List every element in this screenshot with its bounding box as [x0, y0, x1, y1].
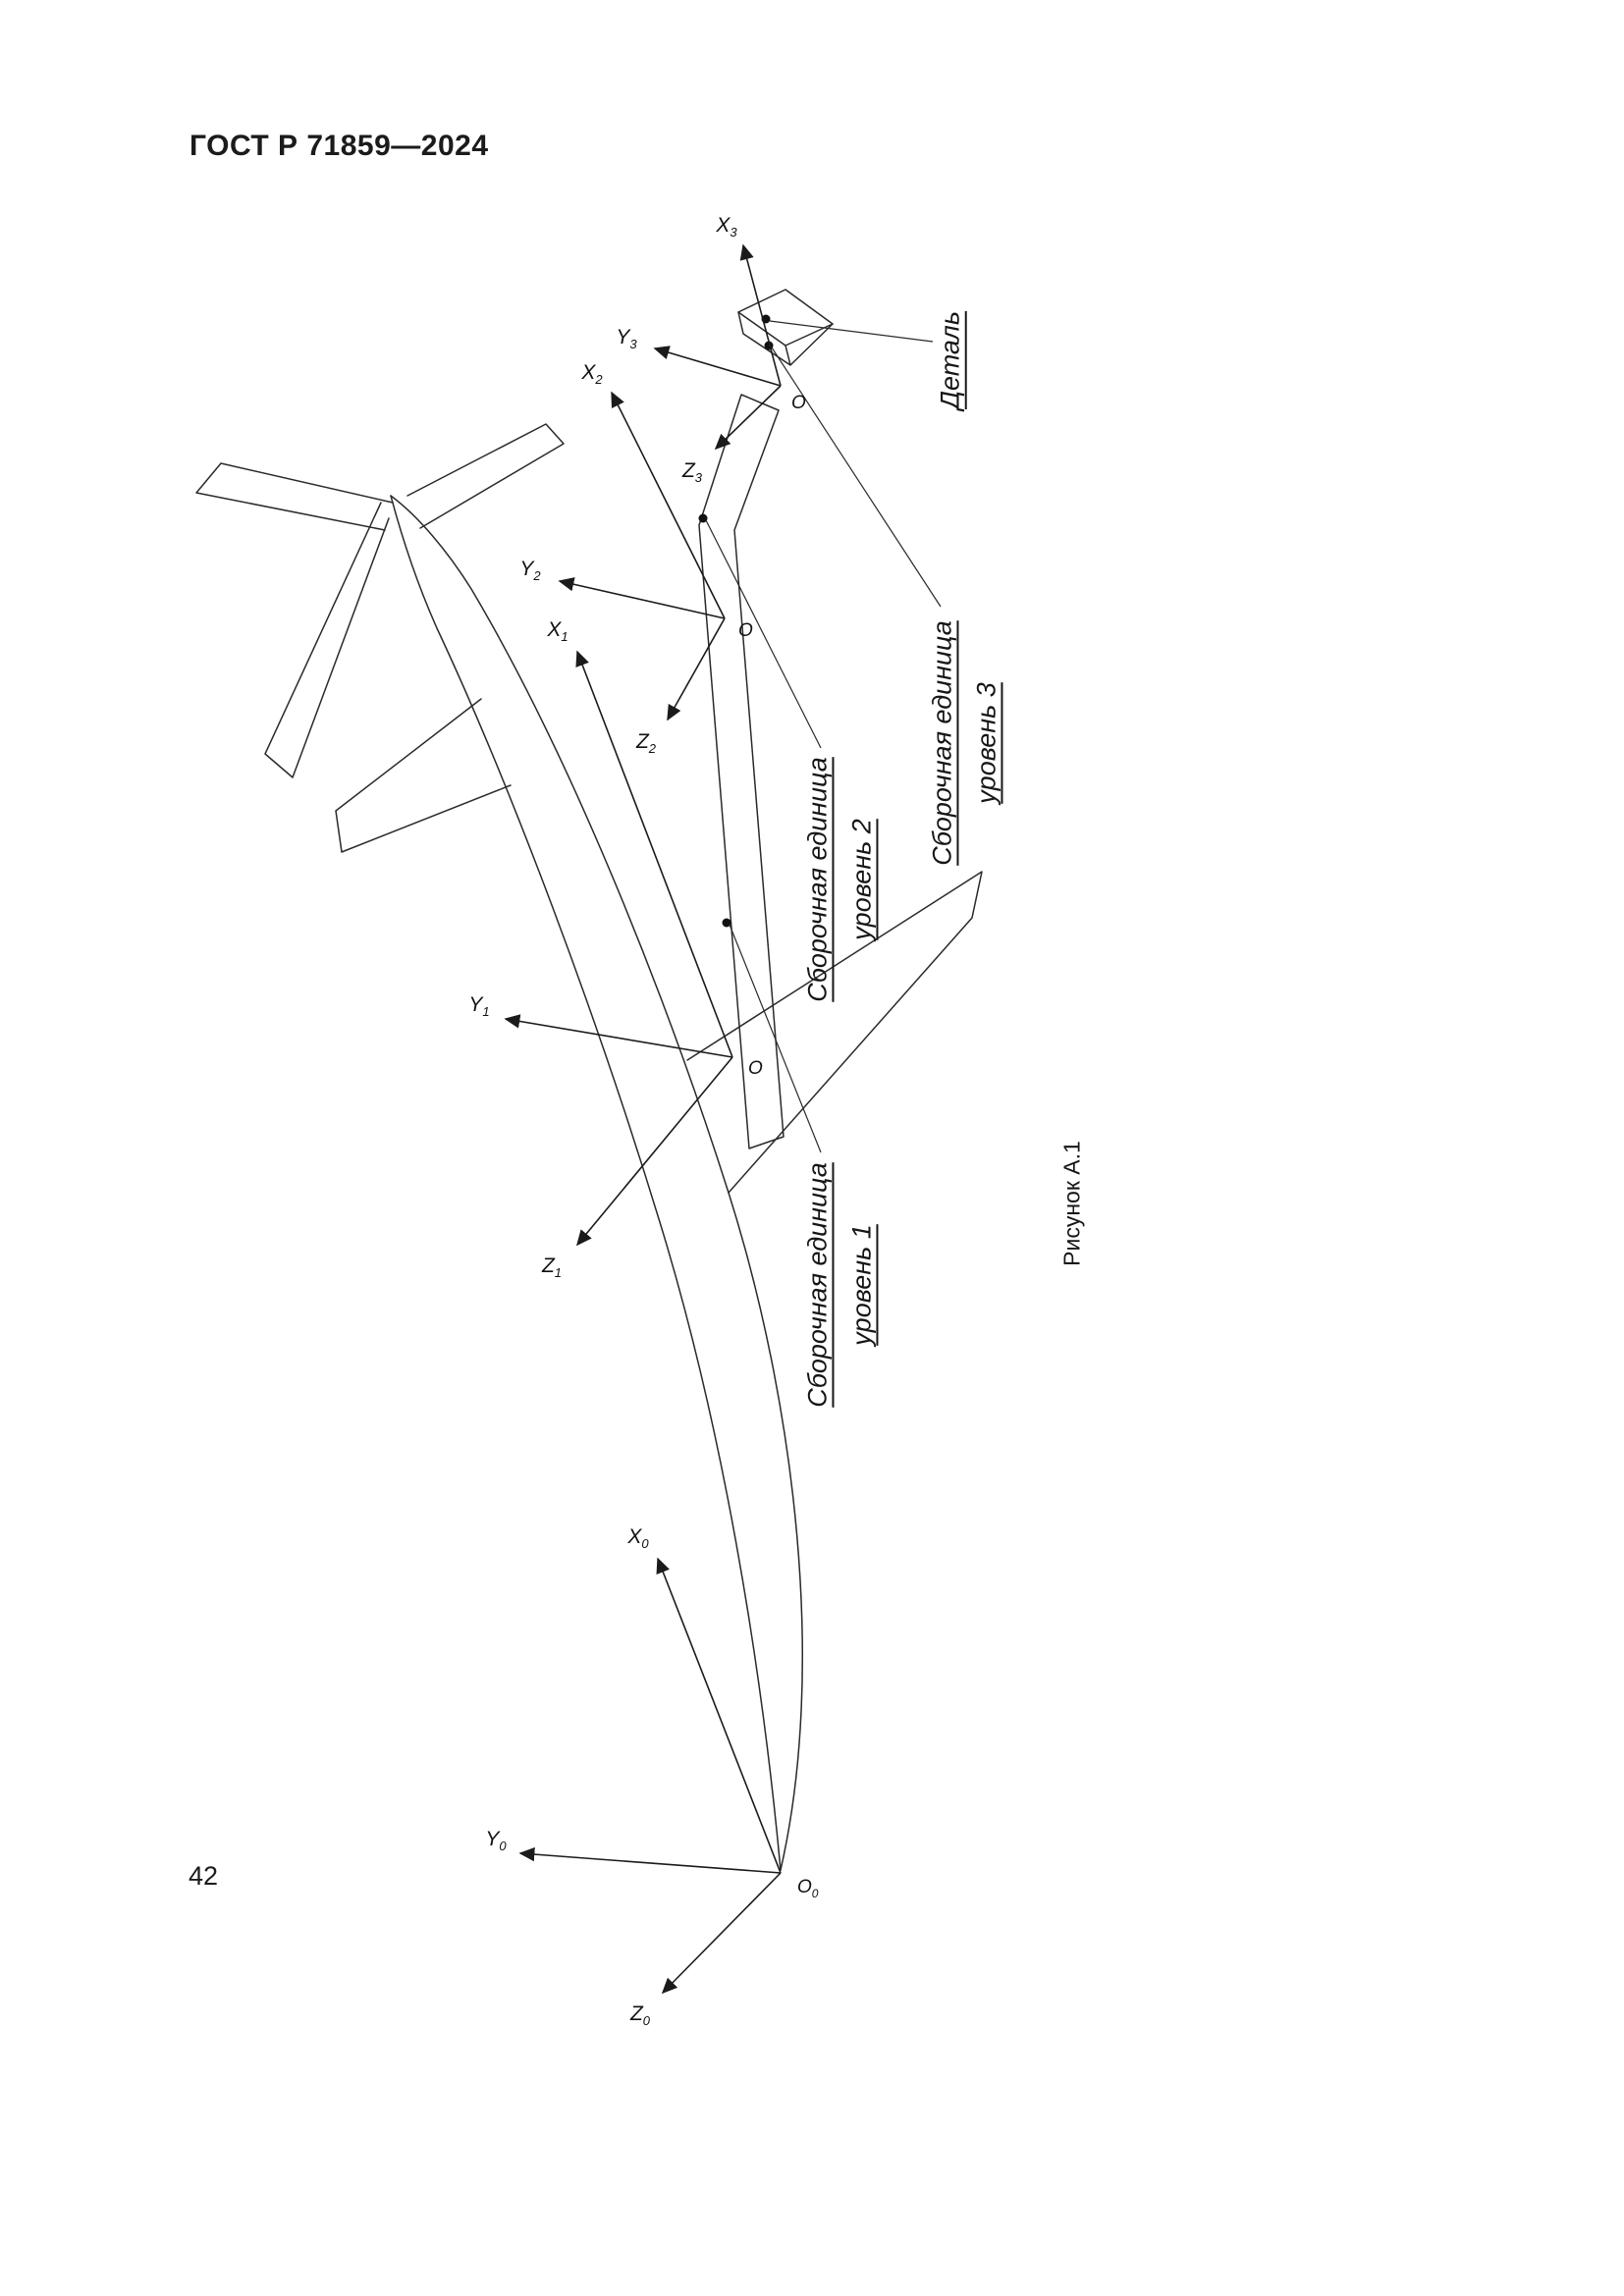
callout-assembly-level-1: Сборочная единица уровень 1	[795, 1162, 883, 1408]
y0-axis	[518, 1846, 782, 1874]
reference-points	[698, 314, 774, 928]
callout-level2-line2: уровень 2	[846, 819, 876, 940]
callout-level1-line2: уровень 1	[846, 1224, 876, 1346]
aircraft-outline	[195, 289, 983, 1871]
triad-level-1: X1 Y1 Z1 O	[468, 618, 763, 1280]
level2-point	[698, 513, 708, 523]
callout-level3-line2: уровень 3	[971, 682, 1001, 804]
z2-axis	[667, 617, 726, 721]
tail-fin	[195, 462, 394, 531]
z3-axis	[714, 385, 782, 451]
callout-assembly-level-2: Сборочная единица уровень 2	[795, 757, 883, 1002]
triad-level-2: X2 Y2 Z2 O	[519, 361, 753, 756]
figure-caption: Рисунок А.1	[1058, 1141, 1085, 1266]
right-wing	[686, 871, 983, 1194]
leader-lines	[705, 320, 942, 1153]
detail-leader	[769, 320, 934, 343]
left-wing	[335, 698, 512, 853]
document-header: ГОСТ Р 71859—2024	[189, 130, 489, 162]
callout-detail: Деталь	[929, 311, 973, 409]
o1-origin-label: O	[748, 1058, 763, 1079]
triad-aircraft: X0 Y0 Z0 O0	[485, 1525, 818, 2028]
x1-axis	[575, 650, 733, 1058]
x0-axis-label: X0	[626, 1525, 649, 1551]
o2-origin-label: O	[738, 620, 753, 641]
callout-level3-line1: Сборочная единица	[927, 620, 957, 866]
left-stabilizer	[264, 502, 390, 778]
x3-axis	[739, 243, 782, 387]
detail-part-thickness	[737, 311, 834, 366]
y1-axis-label: Y1	[468, 993, 489, 1019]
callout-assembly-level-3: Сборочная единица уровень 3	[920, 620, 1007, 866]
x2-axis-label: X2	[580, 361, 603, 387]
callout-level1-line1: Сборочная единица	[802, 1162, 833, 1408]
z2-axis-label: Z2	[635, 730, 657, 756]
o3-origin-label: O	[791, 393, 806, 413]
z3-axis-label: Z3	[681, 459, 703, 485]
level2-leader	[705, 519, 822, 749]
x2-axis	[611, 391, 726, 619]
x1-axis-label: X1	[546, 618, 568, 644]
y2-axis-label: Y2	[519, 558, 541, 583]
z0-axis-label: Z0	[629, 2002, 651, 2028]
y2-axis	[558, 577, 726, 619]
assembly-strip	[698, 394, 785, 1149]
level1-point	[722, 918, 731, 928]
fuselage-left-edge	[390, 495, 782, 1871]
y3-axis	[653, 346, 782, 387]
x3-axis-label: X3	[715, 214, 737, 240]
x0-axis	[656, 1557, 782, 1874]
triad-level-3: X3 Y3 Z3 O	[616, 214, 806, 485]
z1-axis	[575, 1056, 733, 1247]
y1-axis	[504, 1014, 733, 1058]
z0-axis	[661, 1872, 782, 1995]
callout-detail-text: Деталь	[935, 310, 965, 410]
callout-level2-line1: Сборочная единица	[802, 757, 833, 1002]
fuselage-right-edge	[390, 495, 804, 1871]
page-number: 42	[189, 1861, 219, 1891]
level1-leader	[729, 924, 822, 1153]
y3-axis-label: Y3	[616, 326, 637, 351]
y0-axis-label: Y0	[485, 1828, 507, 1853]
o0-origin-label: O0	[797, 1877, 819, 1900]
right-stabilizer	[406, 423, 565, 529]
z1-axis-label: Z1	[541, 1255, 562, 1280]
level3-leader	[771, 347, 942, 608]
